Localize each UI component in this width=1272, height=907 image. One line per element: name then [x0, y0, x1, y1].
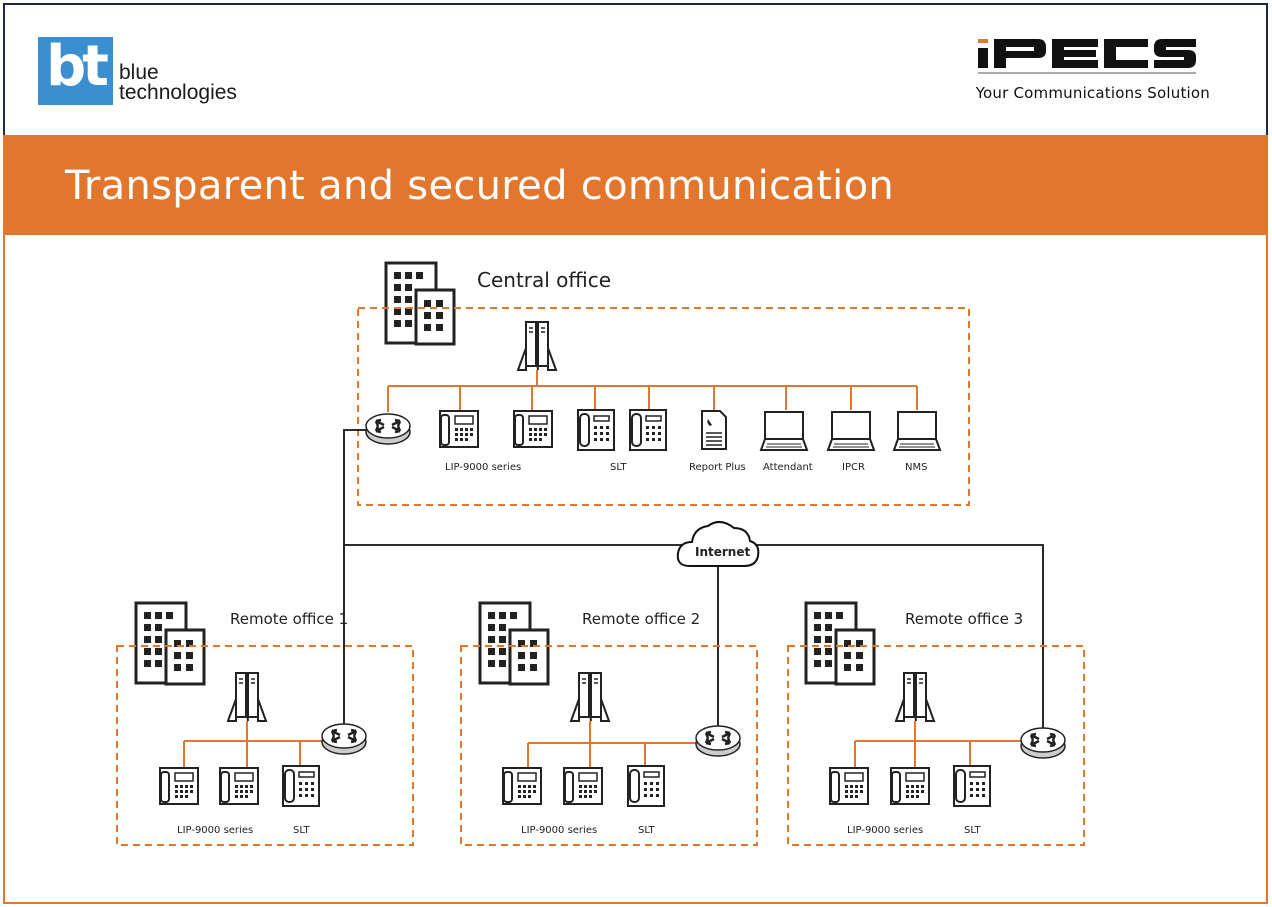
- bt-logo-mark: bt: [38, 37, 113, 105]
- remote-1-slt-phone-icon: [282, 765, 320, 807]
- central-lip-label: LIP-9000 series: [445, 462, 522, 473]
- report-plus-label: Report Plus: [689, 462, 746, 473]
- ipecs-logo: Your Communications Solution: [976, 36, 1210, 102]
- ipecs-tagline: Your Communications Solution: [975, 84, 1210, 102]
- remote-1-pbx-icon: [227, 672, 267, 722]
- remote-office-2-title: Remote office 2: [582, 610, 701, 628]
- remote-1-building-icon: [134, 601, 206, 686]
- remote-2-slt-label: SLT: [638, 825, 655, 836]
- remote-1-slt-label: SLT: [293, 825, 310, 836]
- remote-2-lip-phone-2-icon: [563, 767, 603, 805]
- remote-2-building-icon: [478, 601, 550, 686]
- remote-2-lip-label: LIP-9000 series: [521, 825, 598, 836]
- remote-3-slt-phone-icon: [953, 765, 991, 807]
- remote-office-1-title: Remote office 1: [230, 610, 349, 628]
- central-office-title: Central office: [477, 268, 612, 292]
- remote-1-lip-phone-1-icon: [159, 767, 199, 805]
- remote-2-pbx-icon: [570, 672, 610, 722]
- page-title: Transparent and secured communication: [65, 163, 895, 209]
- central-pbx-icon: [517, 321, 557, 371]
- header: [3, 3, 1268, 135]
- central-slt-phone-2-icon: [629, 409, 667, 451]
- internet-label: Internet: [695, 545, 751, 559]
- central-router-icon: [364, 412, 412, 446]
- internet-cloud-icon: [676, 521, 760, 567]
- remote-3-building-icon: [804, 601, 876, 686]
- bt-logo-line1: blue: [119, 61, 159, 84]
- wan-line-central-remote3: [343, 429, 1044, 730]
- blue-technologies-logo: bt blue technologies: [38, 37, 237, 105]
- bt-logo-text: blue technologies: [119, 61, 237, 105]
- central-lip-phone-2-icon: [513, 410, 553, 448]
- remote-office-1-group: [116, 601, 414, 846]
- nms-label: NMS: [905, 462, 928, 473]
- remote-2-slt-phone-icon: [627, 765, 665, 807]
- ipcr-laptop-icon: [827, 411, 875, 451]
- ipecs-wordmark: [977, 39, 1196, 74]
- remote-3-slt-label: SLT: [964, 825, 981, 836]
- attendant-laptop-icon: [760, 411, 808, 451]
- nms-laptop-icon: [893, 411, 941, 451]
- remote-2-router-icon: [694, 724, 742, 758]
- remote-office-1-box: [116, 645, 414, 846]
- remote-1-lip-phone-2-icon: [219, 767, 259, 805]
- remote-3-lip-phone-2-icon: [890, 767, 930, 805]
- central-building-icon: [384, 261, 456, 346]
- attendant-label: Attendant: [763, 462, 813, 473]
- wan-links: [343, 429, 1044, 730]
- remote-office-3-box: [787, 645, 1085, 846]
- remote-3-pbx-icon: [895, 672, 935, 722]
- remote-1-lip-label: LIP-9000 series: [177, 825, 254, 836]
- remote-1-router-icon: [320, 722, 368, 756]
- remote-office-3-group: [787, 601, 1085, 846]
- remote-3-lip-label: LIP-9000 series: [847, 825, 924, 836]
- content-frame: [3, 235, 1268, 904]
- bt-logo-line2: technologies: [119, 81, 237, 104]
- central-slt-phone-1-icon: [577, 409, 615, 451]
- remote-office-2-group: [460, 601, 758, 846]
- remote-office-2-box: [460, 645, 758, 846]
- remote-office-3-title: Remote office 3: [905, 610, 1024, 628]
- central-office-box: [357, 307, 970, 506]
- remote-3-lip-phone-1-icon: [829, 767, 869, 805]
- title-banner: [3, 135, 1268, 235]
- central-lip-phone-1-icon: [439, 410, 479, 448]
- central-office-group: [357, 261, 970, 506]
- central-slt-label: SLT: [610, 462, 627, 473]
- remote-3-router-icon: [1019, 726, 1067, 760]
- remote-2-lip-phone-1-icon: [502, 767, 542, 805]
- ipcr-label: IPCR: [842, 462, 865, 473]
- report-plus-icon: [701, 410, 727, 450]
